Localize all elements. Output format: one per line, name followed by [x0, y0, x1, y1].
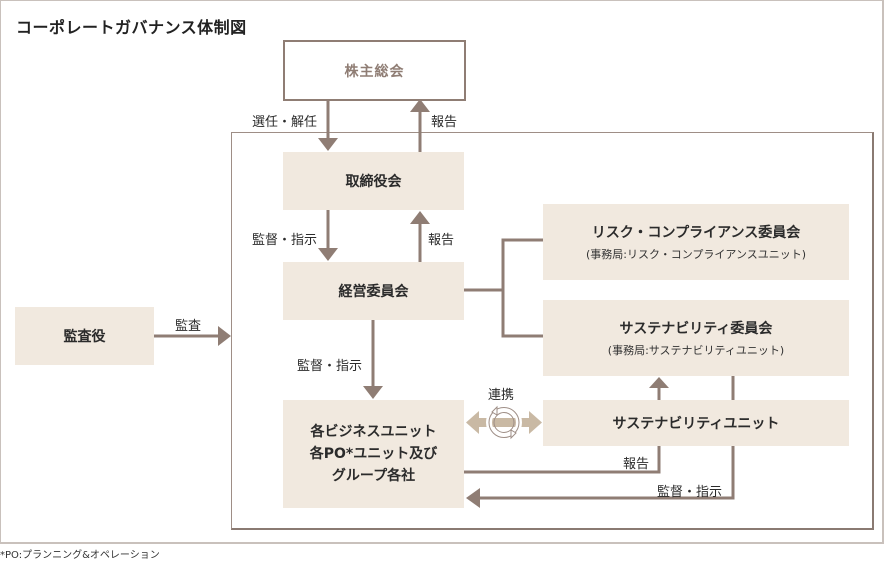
sustainability-committee-label: サステナビリティ委員会	[619, 321, 773, 337]
sustainability-committee-box: サステナビリティ委員会 (事務局:サステナビリティユニット)	[543, 300, 849, 376]
auditor-label: 監査役	[63, 329, 106, 345]
label-elect-dismiss: 選任・解任	[252, 115, 318, 130]
label-supervise-units: 監督・指示	[297, 359, 363, 374]
arrowhead-report-board	[410, 211, 430, 224]
business-units-box: 各ビジネスユニット 各PO*ユニット及び グループ各社	[283, 400, 464, 508]
management-committee-box: 経営委員会	[283, 262, 464, 320]
company-frame	[231, 132, 874, 530]
footnote: *PO:プランニング&オペレーション	[0, 550, 160, 561]
label-report-shareholders: 報告	[431, 115, 458, 130]
arrowhead-elect-dismiss	[318, 138, 338, 151]
label-report-unit: 報告	[623, 457, 650, 472]
line-supervise-sustainability	[478, 446, 735, 500]
auditor-box: 監査役	[15, 307, 154, 365]
business-units-line-2: 各PO*ユニット及び	[309, 446, 438, 462]
risk-compliance-committee-box: リスク・コンプライアンス委員会 (事務局:リスク・コンプライアンスユニット)	[543, 204, 849, 280]
business-units-line-1: 各ビジネスユニット	[310, 424, 437, 440]
sustainability-unit-label: サステナビリティユニット	[612, 416, 780, 432]
arrowhead-unit-to-committee	[649, 377, 669, 388]
collaboration-icon	[466, 404, 542, 441]
arrowhead-audit	[218, 326, 231, 346]
connector-bracket	[501, 238, 543, 338]
risk-compliance-committee-label: リスク・コンプライアンス委員会	[591, 225, 801, 241]
arrowhead-report-shareholders	[410, 99, 430, 112]
line-report-unit	[464, 446, 661, 474]
business-units-line-3: グループ各社	[331, 468, 416, 484]
arrowhead-supervise-mgmt	[318, 248, 338, 261]
label-supervise-mgmt: 監督・指示	[252, 233, 318, 248]
label-supervise-sustainability: 監督・指示	[657, 485, 723, 500]
sustainability-committee-secretariat: (事務局:サステナビリティユニット)	[607, 344, 785, 357]
arrowhead-supervise-units	[363, 386, 383, 399]
label-collaboration: 連携	[488, 388, 515, 403]
risk-compliance-committee-secretariat: (事務局:リスク・コンプライアンスユニット)	[585, 248, 807, 261]
board-of-directors-box: 取締役会	[283, 152, 464, 210]
management-committee-label: 経営委員会	[338, 284, 409, 300]
board-of-directors-label: 取締役会	[345, 174, 402, 190]
label-report-board: 報告	[428, 233, 455, 248]
diagram-title: コーポレートガバナンス体制図	[16, 18, 247, 37]
label-audit: 監査	[175, 319, 202, 334]
sustainability-unit-box: サステナビリティユニット	[543, 400, 849, 446]
outer-frame	[0, 0, 884, 544]
arrowhead-supervise-sustainability	[466, 488, 480, 508]
shareholders-meeting-box: 株主総会	[283, 40, 466, 101]
